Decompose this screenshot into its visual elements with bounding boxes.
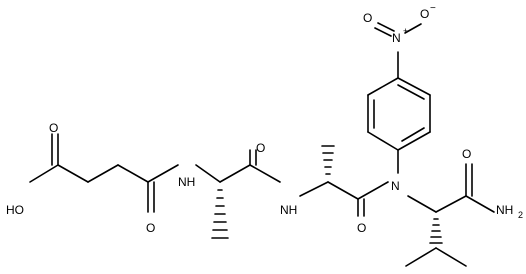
amide1-oxygen-label: O: [146, 221, 155, 235]
amide3-oxygen-label: O: [357, 221, 366, 235]
nitrophenyl-ring: [367, 22, 431, 174]
hashed-wedge-1: [211, 189, 229, 239]
amide2-oxygen-label: O: [256, 141, 265, 155]
nitro-plus-sign: +: [403, 26, 408, 36]
nitro-minus-sign: −: [430, 3, 436, 14]
terminal-amine-subscript: 2: [518, 210, 523, 220]
nitro-nitrogen-label: N: [392, 31, 401, 45]
hashed-wedge-2: [321, 145, 335, 175]
alanine-2: [299, 145, 389, 217]
valinamide: [405, 163, 495, 267]
succinyl-chain: [29, 133, 179, 213]
alanine-1: [195, 149, 281, 239]
hydroxyl-label: HO: [6, 203, 24, 217]
nh2-label: NH: [280, 203, 297, 217]
hashed-wedge-3: [429, 218, 443, 244]
tertiary-nitrogen-label: N: [391, 179, 400, 193]
nitro-oxygen-right-label: O: [420, 7, 429, 21]
acid-oxygen-label: O: [49, 121, 58, 135]
terminal-amine-label: NH: [496, 203, 513, 217]
amide4-oxygen-label: O: [462, 147, 471, 161]
nh1-label: NH: [178, 175, 195, 189]
nitro-oxygen-left-label: O: [363, 11, 372, 25]
